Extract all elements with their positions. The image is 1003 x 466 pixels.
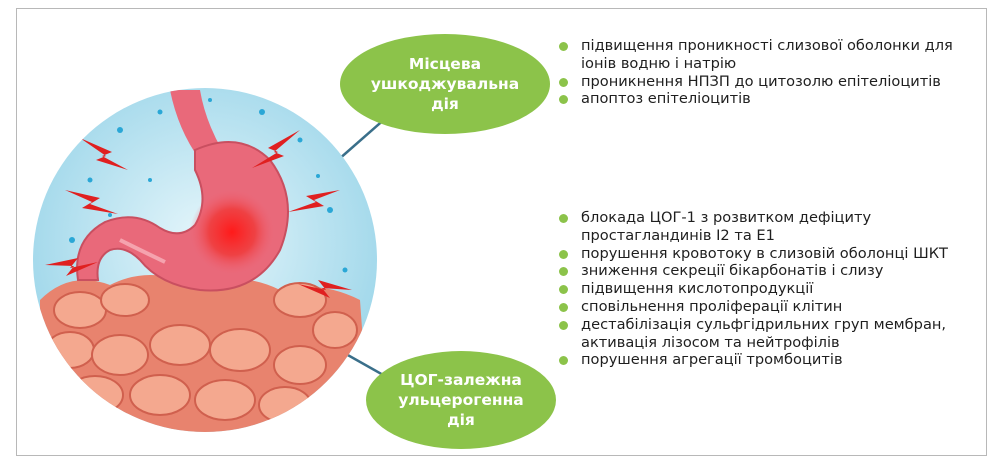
list-item: апоптоз епітеліоцитів: [556, 90, 976, 108]
list-item: зниження секреції бікарбонатів і слизу: [556, 262, 976, 280]
list-item: підвищення кислотопродукції: [556, 280, 976, 298]
node-label-line: ушкоджувальна: [371, 74, 519, 94]
list-item: порушення кровотоку в слизовій оболонці …: [556, 245, 976, 263]
node-label-line: Місцева: [371, 54, 519, 74]
intestine-illustration: [40, 275, 370, 440]
list-item: сповільнення проліферації клітин: [556, 298, 976, 316]
list-item: підвищення проникності слизової оболонки…: [556, 37, 976, 73]
node-local-damage: Місцева ушкоджувальна дія: [340, 34, 550, 134]
list-item: блокада ЦОГ-1 з розвитком дефіциту прост…: [556, 209, 976, 245]
local-effects-list: підвищення проникності слизової оболонки…: [556, 37, 976, 108]
list-item: порушення агрегації тромбоцитів: [556, 351, 976, 369]
node-label-line: дія: [398, 410, 524, 430]
list-item: дестабілізація сульфгідрильних груп мемб…: [556, 316, 976, 352]
node-cox-ulcerogenic: ЦОГ-залежна ульцерогенна дія: [366, 351, 556, 449]
node-label-line: ЦОГ-залежна: [398, 370, 524, 390]
node-label-line: ульцерогенна: [398, 390, 524, 410]
cox-effects-list: блокада ЦОГ-1 з розвитком дефіциту прост…: [556, 209, 976, 369]
inflammation-spot: [190, 190, 274, 274]
node-label-line: дія: [371, 94, 519, 114]
list-item: проникнення НПЗП до цитозолю епітеліоцит…: [556, 73, 976, 91]
